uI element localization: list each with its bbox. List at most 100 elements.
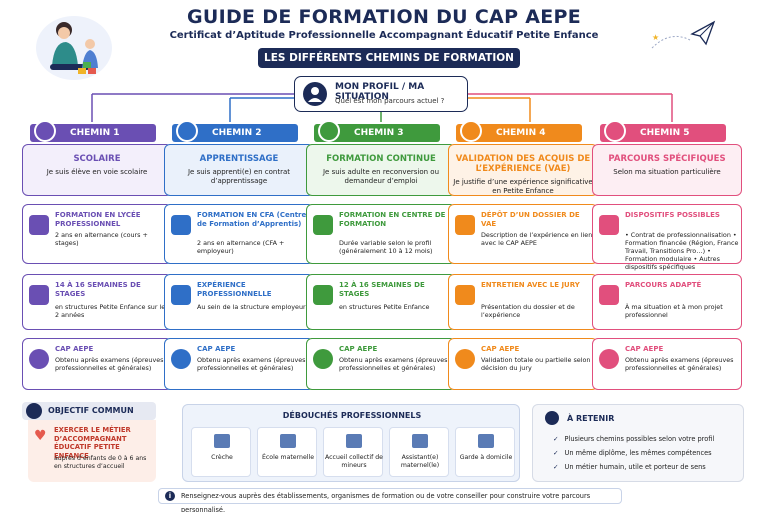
- check-icon: ✓: [553, 435, 559, 443]
- target-icon: [26, 403, 42, 419]
- path-profile-title: SCOLAIRE: [73, 154, 121, 164]
- objectif-heading: EXERCER LE MÉTIER D’ACCOMPAGNANT ÉDUCATI…: [54, 426, 131, 460]
- profile-question: Quel est mon parcours actuel ?: [335, 97, 445, 105]
- svg-text:★: ★: [652, 33, 659, 42]
- objectif-commun: OBJECTIF COMMUN ♥ EXERCER LE MÉTIER D’AC…: [22, 402, 156, 482]
- path-header: CHEMIN 4: [448, 120, 598, 144]
- diploma-text: Obtenu après examens (épreuves professio…: [625, 356, 734, 372]
- debouche-label: École maternelle: [261, 454, 315, 461]
- heart-icon: ♥: [34, 428, 47, 444]
- path-profile-title: APPRENTISSAGE: [199, 154, 279, 164]
- briefcase-icon: [318, 120, 340, 142]
- step-icon: [29, 215, 49, 235]
- step-text: À ma situation et à mon projet professio…: [625, 303, 723, 319]
- footer-text: Renseignez-vous auprès des établissement…: [181, 492, 591, 512]
- paths-banner: LES DIFFÉRENTS CHEMINS DE FORMATION: [258, 48, 520, 68]
- step-text: en structures Petite Enfance sur les 2 a…: [55, 303, 169, 319]
- location-pin-icon: [604, 120, 626, 142]
- info-icon: i: [165, 491, 175, 501]
- debouche-label: Garde à domicile: [459, 454, 513, 461]
- debouche-card: Crèche: [191, 427, 251, 477]
- objectif-title: OBJECTIF COMMUN: [48, 406, 134, 415]
- path-profile-text: Je suis élève en voie scolaire: [46, 168, 148, 176]
- diploma-text: Obtenu après examens (épreuves professio…: [55, 356, 164, 372]
- step-title: FORMATION EN LYCÉE PROFESSIONNEL: [55, 211, 141, 228]
- diploma-title: CAP AEPE: [625, 345, 664, 353]
- house-icon: [412, 434, 428, 448]
- group-icon: [346, 434, 362, 448]
- home-icon: [478, 434, 494, 448]
- path-label: CHEMIN 3: [314, 124, 440, 142]
- diploma-icon: [171, 349, 191, 369]
- step-title: DÉPÔT D’UN DOSSIER DE VAE: [481, 211, 580, 228]
- diploma-icon: [455, 349, 475, 369]
- path-label: CHEMIN 1: [30, 124, 156, 142]
- retenir-item: ✓Plusieurs chemins possibles selon votre…: [553, 435, 743, 443]
- path-step-box: 12 À 16 SEMAINES DE STAGES en structures …: [306, 274, 456, 330]
- step-title: 12 À 16 SEMAINES DE STAGES: [339, 281, 425, 298]
- step-text: en structures Petite Enfance: [339, 303, 430, 311]
- step-icon: [599, 285, 619, 305]
- step-text: Présentation du dossier et de l’expérien…: [481, 303, 575, 319]
- profile-box: MON PROFIL / MA SITUATION Quel est mon p…: [294, 76, 468, 112]
- retenir-item-text: Un même diplôme, les mêmes compétences: [564, 449, 712, 457]
- building-icon: [214, 434, 230, 448]
- step-icon: [313, 215, 333, 235]
- path-label: CHEMIN 4: [456, 124, 582, 142]
- path-profile-text: Je suis adulte en reconversion ou demand…: [322, 168, 440, 185]
- diploma-title: CAP AEPE: [197, 345, 236, 353]
- retenir-item-text: Un métier humain, utile et porteur de se…: [564, 463, 706, 471]
- user-icon: [303, 82, 327, 106]
- path-diploma-box: CAP AEPE Obtenu après examens (épreuves p…: [592, 338, 742, 390]
- objectif-body: ♥ EXERCER LE MÉTIER D’ACCOMPAGNANT ÉDUCA…: [28, 420, 156, 482]
- step-title: FORMATION EN CFA (Centre de Formation d’…: [197, 211, 307, 228]
- debouche-card: École maternelle: [257, 427, 317, 477]
- mother-child-illustration: [34, 8, 114, 80]
- diploma-icon: [313, 349, 333, 369]
- paper-plane-icon: ★: [650, 20, 716, 52]
- path-profile-text: Selon ma situation particulière: [613, 168, 721, 176]
- step-text: Au sein de la structure employeur: [197, 303, 306, 311]
- step-text: • Contrat de professionnalisation • Form…: [625, 231, 739, 271]
- step-text: 2 ans en alternance (cours + stages): [55, 231, 148, 247]
- debouche-card: Assistant(e) maternel(le): [389, 427, 449, 477]
- diploma-text: Obtenu après examens (épreuves professio…: [339, 356, 448, 372]
- path-profile-title: FORMATION CONTINUE: [326, 154, 436, 164]
- path-profile-text: Je justifie d’une expérience significati…: [453, 178, 593, 195]
- debouches-title: DÉBOUCHÉS PROFESSIONNELS: [282, 411, 422, 420]
- path-profile-box: SCOLAIRE Je suis élève en voie scolaire: [22, 144, 172, 196]
- check-icon: ✓: [553, 449, 559, 457]
- retenir-panel: À RETENIR ✓Plusieurs chemins possibles s…: [532, 404, 744, 482]
- school-icon: [280, 434, 296, 448]
- step-icon: [313, 285, 333, 305]
- path-step-box: 14 À 16 SEMAINES DE STAGES en structures …: [22, 274, 172, 330]
- path-step-box: FORMATION EN LYCÉE PROFESSIONNEL 2 ans en…: [22, 204, 172, 264]
- page-title: GUIDE DE FORMATION DU CAP AEPE: [186, 6, 581, 28]
- step-icon: [171, 285, 191, 305]
- path-profile-box: VALIDATION DES ACQUIS DE L’EXPÉRIENCE (V…: [448, 144, 598, 196]
- step-icon: [599, 215, 619, 235]
- step-title: DISPOSITIFS POSSIBLES: [625, 211, 720, 219]
- star-icon: [460, 120, 482, 142]
- path-step-box: DISPOSITIFS POSSIBLES • Contrat de profes…: [592, 204, 742, 271]
- step-text: Description de l’expérience en lien avec…: [481, 231, 593, 247]
- step-text: 2 ans en alternance (CFA + employeur): [197, 239, 285, 255]
- step-text: Durée variable selon le profil (générale…: [339, 239, 433, 255]
- objectif-header: OBJECTIF COMMUN: [22, 402, 156, 420]
- path-diploma-box: CAP AEPE Obtenu après examens (épreuves p…: [164, 338, 314, 390]
- path-profile-text: Je suis apprenti(e) en contrat d’apprent…: [187, 168, 291, 185]
- path-header: CHEMIN 3: [306, 120, 456, 144]
- step-icon: [171, 215, 191, 235]
- path-profile-title: PARCOURS SPÉCIFIQUES: [608, 154, 726, 164]
- debouche-label: Accueil collectif de mineurs: [325, 454, 383, 469]
- retenir-item: ✓Un métier humain, utile et porteur de s…: [553, 463, 743, 471]
- step-title: 14 À 16 SEMAINES DE STAGES: [55, 281, 141, 298]
- diploma-text: Obtenu après examens (épreuves professio…: [197, 356, 306, 372]
- objectif-text: auprès d’enfants de 0 à 6 ans en structu…: [54, 455, 147, 470]
- path-profile-box: FORMATION CONTINUE Je suis adulte en reco…: [306, 144, 456, 196]
